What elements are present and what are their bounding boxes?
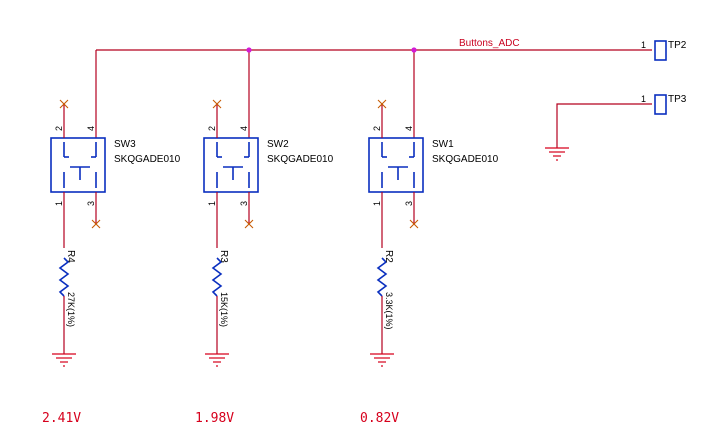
- ground-symbol: [205, 353, 229, 367]
- pin-label: 4: [239, 126, 249, 131]
- tp3-pin: 1: [641, 94, 646, 104]
- resistor-value: 15K(1%): [219, 292, 229, 327]
- buttons-adc-net: Buttons_ADC: [95, 38, 652, 138]
- tp3-ref: TP3: [668, 94, 687, 105]
- pin-label: 3: [86, 201, 96, 206]
- resistor-symbol: [211, 257, 223, 297]
- tp2-ref: TP2: [668, 40, 687, 51]
- junction-dot: [246, 47, 252, 53]
- resistor-value: 3.3K(1%): [384, 292, 394, 330]
- pin-label: 3: [404, 201, 414, 206]
- tp2-pin: 1: [641, 40, 646, 50]
- pin-label: 1: [207, 201, 217, 206]
- ground-symbol: [52, 353, 76, 367]
- resistor-symbol: [58, 257, 70, 297]
- resistor-ref: R3: [218, 250, 229, 263]
- ground-symbol: [545, 147, 569, 161]
- pin-label: 2: [372, 126, 382, 131]
- switch-part: SKQGADE010: [114, 154, 181, 165]
- no-connect-mark: [377, 99, 419, 229]
- switch-ref: SW1: [432, 139, 454, 150]
- pin-label: 1: [54, 201, 64, 206]
- resistor-symbol: [376, 257, 388, 297]
- voltage-readout: 1.98V: [195, 411, 234, 426]
- resistor-ref: R4: [65, 250, 76, 263]
- test-point-tp2: 1 TP2: [641, 40, 687, 61]
- junction-dot: [411, 47, 417, 53]
- switch-ref: SW3: [114, 139, 136, 150]
- pin-label: 2: [207, 126, 217, 131]
- ground-symbol: [370, 353, 394, 367]
- resistor-value: 27K(1%): [66, 292, 76, 327]
- pin-label: 4: [404, 126, 414, 131]
- voltage-readout: 2.41V: [42, 411, 81, 426]
- net-label: Buttons_ADC: [459, 38, 520, 49]
- test-point-tp3: 1 TP3: [545, 94, 687, 161]
- voltage-readout: 0.82V: [360, 411, 399, 426]
- switch-sw1: 2 4 1 3 SW1 SKQGADE010 R2 3.3K(1%) 0.82V: [360, 99, 499, 426]
- switch-part: SKQGADE010: [267, 154, 334, 165]
- pin-label: 1: [372, 201, 382, 206]
- pin-label: 3: [239, 201, 249, 206]
- switch-sw2: 2 4 1 3 SW2 SKQGADE010 R3 15K(1%) 1.98V: [195, 99, 334, 426]
- no-connect-mark: [212, 99, 254, 229]
- switch-part: SKQGADE010: [432, 154, 499, 165]
- resistor-ref: R2: [383, 250, 394, 263]
- pin-label: 2: [54, 126, 64, 131]
- pin-label: 4: [86, 126, 96, 131]
- no-connect-mark: [59, 99, 101, 229]
- switch-sw3: 2 4 1 3 SW3 SKQGADE010 R4 27K(1%) 2.41V: [42, 99, 181, 426]
- switch-ref: SW2: [267, 139, 289, 150]
